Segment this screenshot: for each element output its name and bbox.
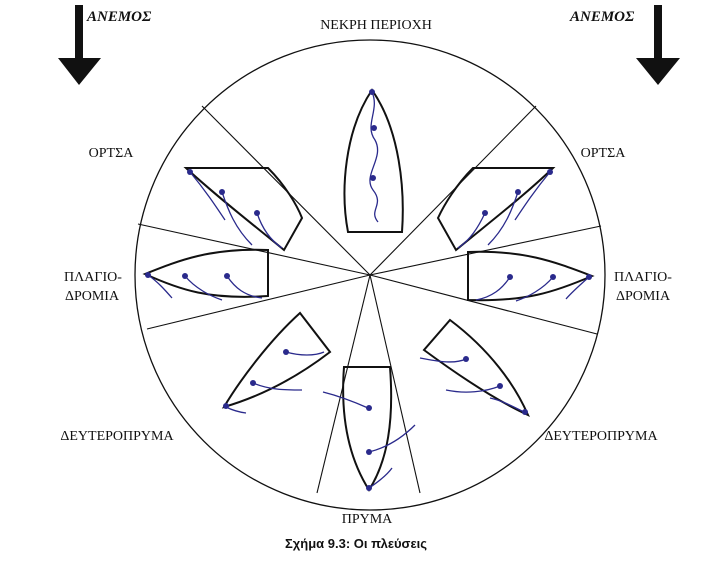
broad-reach-label-left: ΔΕΥΤΕΡΟΠΡΥΜΑ bbox=[60, 429, 174, 444]
sail-broad-reach-left-1 bbox=[225, 406, 247, 414]
sailing-circle bbox=[134, 39, 606, 511]
broad-reach-label-right: ΔΕΥΤΕΡΟΠΡΥΜΑ bbox=[544, 429, 658, 444]
dot bbox=[366, 449, 372, 455]
sail-beam-reach-left-2 bbox=[184, 275, 223, 301]
sail-close-hauled-right-2 bbox=[487, 191, 519, 246]
dead-zone-label: ΝΕΚΡΗ ΠΕΡΙΟΧΗ bbox=[320, 18, 432, 33]
boat-beam-reach-right bbox=[467, 250, 595, 302]
sail-beam-reach-left-3 bbox=[226, 275, 263, 299]
boat-dead-zone bbox=[343, 88, 404, 233]
sail-dead-zone bbox=[369, 91, 379, 223]
dot bbox=[463, 356, 469, 362]
dot bbox=[182, 273, 188, 279]
dot bbox=[250, 380, 256, 386]
dot bbox=[515, 189, 521, 195]
wind-label-left: ΑΝΕΜΟΣ bbox=[86, 9, 152, 25]
wind-label-right: ΑΝΕΜΟΣ bbox=[569, 9, 635, 25]
sail-running-2 bbox=[368, 424, 416, 453]
dot bbox=[224, 273, 230, 279]
sail-close-hauled-left-2 bbox=[221, 191, 253, 246]
dot bbox=[586, 274, 592, 280]
boat-running bbox=[342, 366, 393, 492]
sail-beam-reach-right-3 bbox=[475, 276, 511, 301]
sail-close-hauled-left-1 bbox=[189, 171, 226, 221]
sail-running-3 bbox=[368, 467, 393, 489]
wind-arrow-right bbox=[636, 5, 680, 85]
dot bbox=[507, 274, 513, 280]
dot bbox=[145, 272, 151, 278]
dot bbox=[187, 169, 193, 175]
wind-arrow-left bbox=[58, 5, 101, 85]
dot bbox=[369, 89, 375, 95]
dot bbox=[550, 274, 556, 280]
sector-line-stern-right bbox=[369, 274, 421, 494]
dot bbox=[219, 189, 225, 195]
boat-close-hauled-left bbox=[183, 167, 304, 252]
sail-broad-reach-left-3 bbox=[285, 351, 325, 356]
sail-beam-reach-right-1 bbox=[565, 276, 590, 300]
boat-close-hauled-right bbox=[436, 167, 556, 252]
sector-line-left-lower bbox=[146, 274, 371, 330]
dot bbox=[522, 409, 528, 415]
dot bbox=[283, 349, 289, 355]
sail-broad-reach-right-2 bbox=[445, 385, 501, 393]
dot bbox=[366, 485, 372, 491]
dot bbox=[254, 210, 260, 216]
close-hauled-label-right: ΟΡΤΣΑ bbox=[581, 146, 627, 161]
sector-lines bbox=[137, 105, 602, 494]
close-hauled-label-left: ΟΡΤΣΑ bbox=[89, 146, 135, 161]
sail-close-hauled-right-1 bbox=[514, 171, 551, 221]
sail-broad-reach-left-2 bbox=[252, 382, 303, 391]
dot bbox=[371, 125, 377, 131]
dot bbox=[366, 405, 372, 411]
boat-beam-reach-left bbox=[142, 248, 269, 298]
sail-close-hauled-left-3 bbox=[256, 212, 283, 249]
beam-reach-label-left-line1: ΠΛΑΓΙΟ- bbox=[64, 270, 122, 285]
sail-beam-reach-right-2 bbox=[515, 276, 554, 302]
dot bbox=[497, 383, 503, 389]
beam-reach-label-right-line2: ΔΡΟΜΙΑ bbox=[616, 289, 671, 304]
sector-line-right-upper bbox=[369, 225, 602, 276]
sail-running-1 bbox=[322, 391, 369, 409]
running-label: ΠΡΥΜΑ bbox=[342, 512, 393, 527]
boat-broad-reach-left bbox=[221, 311, 332, 409]
figure-caption: Σχήμα 9.3: Οι πλεύσεις bbox=[284, 536, 427, 551]
dot bbox=[370, 175, 376, 181]
dot bbox=[482, 210, 488, 216]
dot bbox=[223, 403, 229, 409]
boat-broad-reach-right bbox=[422, 318, 530, 417]
sector-line-right-lower bbox=[369, 274, 598, 335]
dot bbox=[547, 169, 553, 175]
sail-broad-reach-right-1 bbox=[489, 397, 525, 413]
beam-reach-label-right-line1: ΠΛΑΓΙΟ- bbox=[614, 270, 672, 285]
sail-close-hauled-right-3 bbox=[457, 212, 486, 249]
sail-broad-reach-right-3 bbox=[419, 357, 467, 363]
beam-reach-label-left-line2: ΔΡΟΜΙΑ bbox=[65, 289, 120, 304]
sail-beam-reach-left-1 bbox=[147, 274, 173, 299]
